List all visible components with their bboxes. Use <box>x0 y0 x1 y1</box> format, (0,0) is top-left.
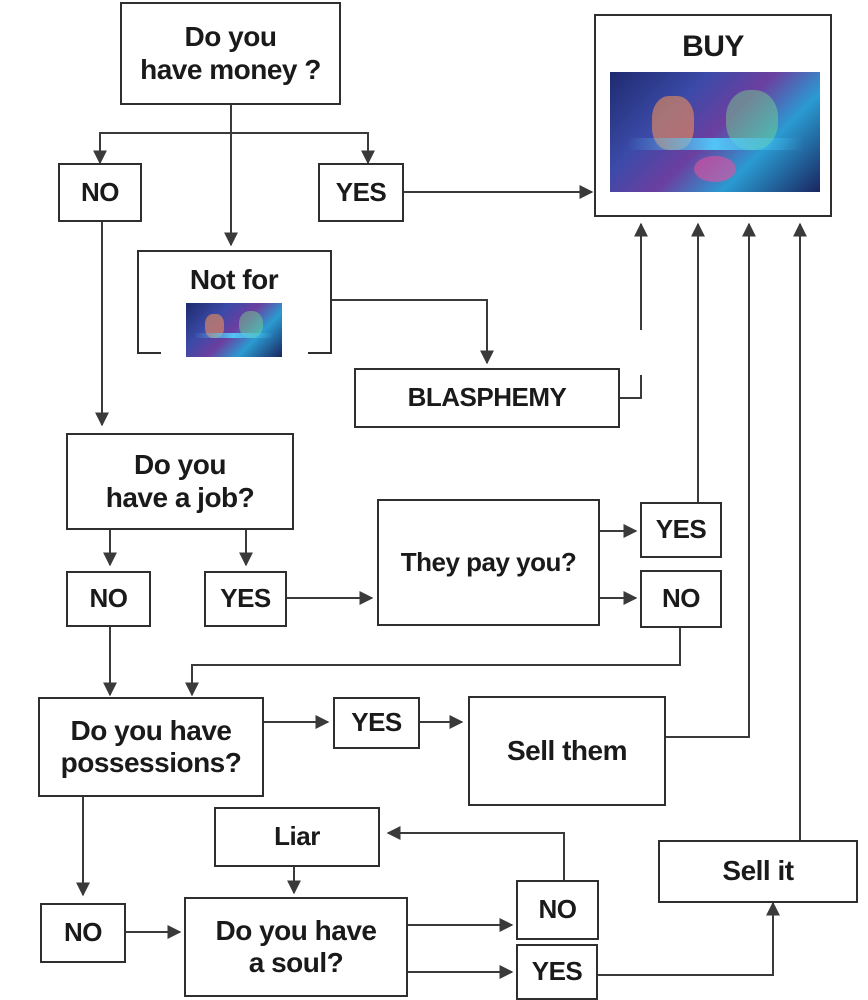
bracket-tick-right <box>308 352 332 354</box>
question-have-soul: Do you have a soul? <box>184 897 408 997</box>
answer-label: NO <box>64 917 103 948</box>
answer-no-pay: NO <box>640 570 722 628</box>
bracket-tick-left <box>137 352 161 354</box>
question-line-1: Do you <box>184 21 277 53</box>
question-line-1: Do you have <box>70 714 232 746</box>
outcome-liar: Liar <box>214 807 380 867</box>
answer-no-possessions: NO <box>40 903 126 963</box>
question-line-2: a soul? <box>248 947 344 978</box>
answer-yes-money: YES <box>318 163 404 222</box>
question-line-2: have money ? <box>140 53 321 85</box>
answer-yes-possessions: YES <box>333 697 420 749</box>
question-line-1: Do you <box>134 449 226 481</box>
outcome-blasphemy: BLASPHEMY <box>354 368 620 428</box>
question-line-2: possessions? <box>60 747 242 778</box>
answer-no-soul: NO <box>516 880 599 940</box>
answer-label: YES <box>220 583 271 614</box>
not-for-frame <box>137 250 332 354</box>
answer-yes-soul: YES <box>516 944 598 1000</box>
outcome-label: BUY <box>682 30 744 63</box>
answer-label: YES <box>655 514 707 545</box>
label-not-for: Not for <box>170 262 298 298</box>
question-they-pay: They pay you? <box>377 499 600 626</box>
answer-label: YES <box>351 707 402 738</box>
question-have-money: Do you have money ? <box>120 2 341 105</box>
question-have-possessions: Do you have possessions? <box>38 697 264 797</box>
not-for-text: Not for <box>189 263 279 295</box>
answer-label: NO <box>662 583 701 614</box>
question-line-1: Do you have <box>215 914 377 946</box>
answer-label: NO <box>81 176 120 207</box>
action-label: Sell them <box>507 734 627 766</box>
question-line-2: have a job? <box>105 481 255 513</box>
action-sell-it: Sell it <box>658 840 858 903</box>
action-sell-them: Sell them <box>468 696 666 806</box>
question-have-job: Do you have a job? <box>66 433 294 530</box>
answer-label: NO <box>538 894 578 925</box>
game-art-image <box>610 72 820 192</box>
answer-no-money: NO <box>58 163 142 222</box>
answer-label: YES <box>335 176 387 207</box>
answer-label: NO <box>89 583 129 614</box>
small-game-art-image <box>186 303 282 357</box>
outcome-label: Liar <box>274 821 320 852</box>
answer-label: YES <box>531 956 583 987</box>
question-text: They pay you? <box>400 546 577 577</box>
outcome-label: BLASPHEMY <box>407 382 567 413</box>
answer-yes-pay: YES <box>640 502 722 558</box>
action-label: Sell it <box>722 855 794 887</box>
answer-no-job: NO <box>66 571 151 627</box>
answer-yes-job: YES <box>204 571 287 627</box>
